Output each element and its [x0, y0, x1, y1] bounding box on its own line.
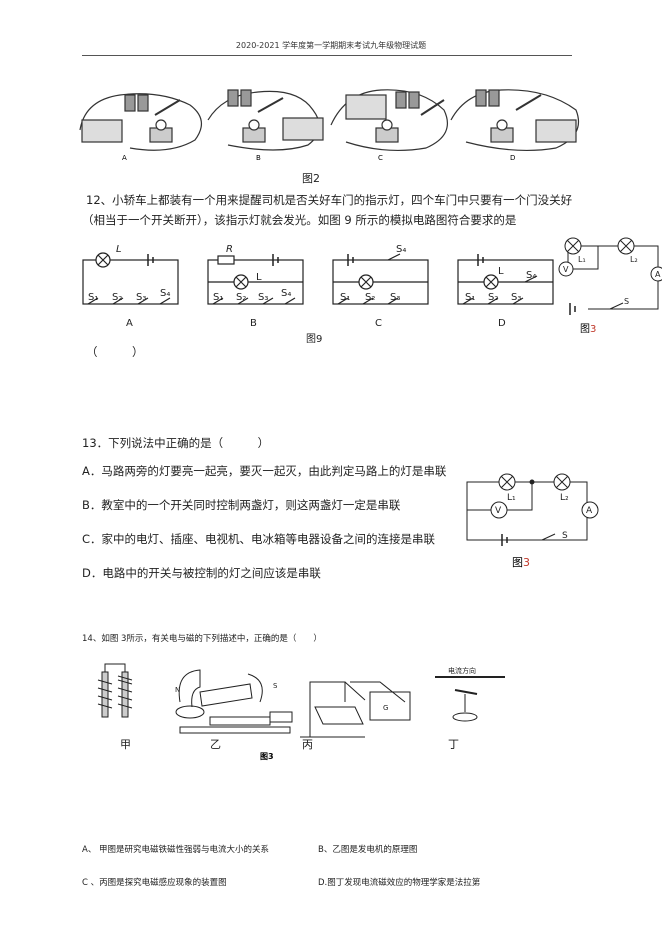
- page-header: 2020-2021 学年度第一学期期末考试九年级物理试题: [235, 41, 427, 50]
- svg-text:A: A: [655, 270, 661, 279]
- fig2-label-b: B: [256, 154, 261, 162]
- svg-text:S: S: [624, 297, 629, 306]
- svg-text:S₁: S₁: [213, 292, 223, 303]
- fig2-caption: 图2: [302, 172, 320, 185]
- svg-text:S₄: S₄: [160, 288, 170, 299]
- fig9-label-a: A: [126, 318, 133, 329]
- q14-figures: N S G 电流方向 甲 乙 丙 丁 图3: [97, 663, 505, 761]
- q12-line1: 12、小轿车上都装有一个用来提醒司机是否关好车门的指示灯，四个车门中只要有一个门…: [86, 193, 573, 207]
- svg-text:L: L: [498, 266, 504, 277]
- q13-option-c: C．家中的电灯、插座、电视机、电冰箱等电器设备之间的连接是串联: [82, 532, 436, 546]
- fig9-circuit-c: [332, 253, 429, 305]
- svg-text:V: V: [563, 265, 569, 274]
- fig2-label-a: A: [122, 154, 127, 162]
- svg-text:L: L: [256, 272, 262, 283]
- fig2-label-c: C: [378, 154, 383, 162]
- svg-text:S: S: [273, 682, 278, 690]
- q14-fig-ding: [435, 676, 505, 722]
- fig9-circuits: L S₁ S₂ S₃ S₄ A R L S₁ S₂ S₃ S₄ B S₄ S₁ S₂ S₃…: [82, 244, 554, 345]
- svg-text:S₂: S₂: [112, 292, 122, 303]
- svg-text:S₁: S₁: [88, 292, 98, 303]
- q12-answer-blank: （ ）: [86, 345, 144, 359]
- q13-stem: 13．下列说法中正确的是（ ）: [82, 436, 270, 450]
- svg-text:S₃: S₃: [258, 292, 268, 303]
- svg-text:R: R: [226, 244, 233, 255]
- svg-text:L₁: L₁: [507, 493, 516, 503]
- header-rule: [82, 55, 572, 56]
- svg-text:S₃: S₃: [136, 292, 146, 303]
- fig9-label-c: C: [375, 318, 382, 329]
- svg-text:S₁: S₁: [340, 292, 350, 303]
- svg-text:S₃: S₃: [511, 292, 521, 303]
- fig9-circuit-b: [207, 254, 304, 305]
- fig9-label-d: D: [498, 318, 506, 329]
- fig2-panel-d: [450, 89, 580, 151]
- q13-option-d: D．电路中的开关与被控制的灯之间应该是串联: [82, 566, 321, 580]
- svg-text:L₂: L₂: [630, 255, 638, 264]
- q14-fig-caption: 图3: [260, 752, 274, 761]
- fig2-panel-b: [207, 89, 324, 151]
- q14-option-c: C 、丙图是探究电磁感应现象的装置图: [82, 878, 227, 888]
- svg-text:S₂: S₂: [488, 292, 498, 303]
- svg-text:S: S: [562, 531, 568, 541]
- svg-text:G: G: [383, 704, 388, 712]
- svg-text:S₁: S₁: [465, 292, 475, 303]
- svg-text:S₂: S₂: [365, 292, 375, 303]
- fig2-panel-a: [79, 93, 202, 151]
- q14-label-jia: 甲: [120, 738, 131, 751]
- svg-text:A: A: [586, 506, 593, 516]
- fig3-top-caption: 图3: [580, 323, 596, 335]
- fig9-label-b: B: [250, 318, 257, 329]
- q14-option-b: B、乙图是发电机的原理图: [318, 845, 418, 855]
- svg-text:N: N: [175, 686, 180, 694]
- svg-text:S₄: S₄: [526, 270, 536, 281]
- fig2-panel-c: [330, 89, 448, 151]
- q13-option-a: A．马路两旁的灯要亮一起亮，要灭一起灭，由此判定马路上的灯是串联: [82, 464, 447, 478]
- fig9-caption: 图9: [306, 333, 322, 345]
- svg-text:S₂: S₂: [236, 292, 246, 303]
- q14-option-d: D.图丁发现电流磁效应的物理学家是法拉第: [318, 878, 481, 888]
- q13-figure-caption: 图3: [512, 556, 530, 569]
- q14-stem: 14、如图 3所示，有关电与磁的下列描述中，正确的是（ ）: [82, 634, 322, 644]
- svg-text:L₂: L₂: [560, 493, 569, 503]
- svg-text:L₁: L₁: [578, 255, 586, 264]
- q12-line2: （相当于一个开关断开），该指示灯就会发光。如图 9 所示的模拟电路图符合要求的是: [82, 213, 517, 227]
- q13-option-b: B．教室中的一个开关同时控制两盏灯，则这两盏灯一定是串联: [82, 498, 401, 512]
- fig9-circuit-a: [82, 252, 179, 305]
- q14-label-ding: 丁: [448, 738, 459, 751]
- svg-text:L: L: [116, 244, 122, 255]
- q14-option-a: A、 甲图是研究电磁铁磁性强弱与电流大小的关系: [82, 845, 270, 855]
- q13-circuit-figure: V A L₁ L₂ S 图3: [466, 473, 599, 569]
- q14-fig-yi: [175, 669, 293, 734]
- q14-fig-bing: [300, 681, 411, 738]
- fig2-label-d: D: [510, 154, 515, 162]
- svg-text:S₄: S₄: [281, 288, 291, 299]
- q14-fig-jia: [97, 663, 133, 718]
- svg-text:V: V: [495, 506, 502, 516]
- svg-text:S₄: S₄: [396, 244, 406, 255]
- svg-text:电流方向: 电流方向: [448, 666, 476, 675]
- q14-label-yi: 乙: [210, 738, 221, 751]
- fig3-top-circuit: V A L₁ L₂ S 图3: [558, 237, 662, 335]
- q14-label-bing: 丙: [302, 738, 313, 751]
- fig9-circuit-d: [457, 254, 554, 305]
- svg-text:S₃: S₃: [390, 292, 400, 303]
- fig2-apparatus-row: A B C D: [79, 89, 580, 162]
